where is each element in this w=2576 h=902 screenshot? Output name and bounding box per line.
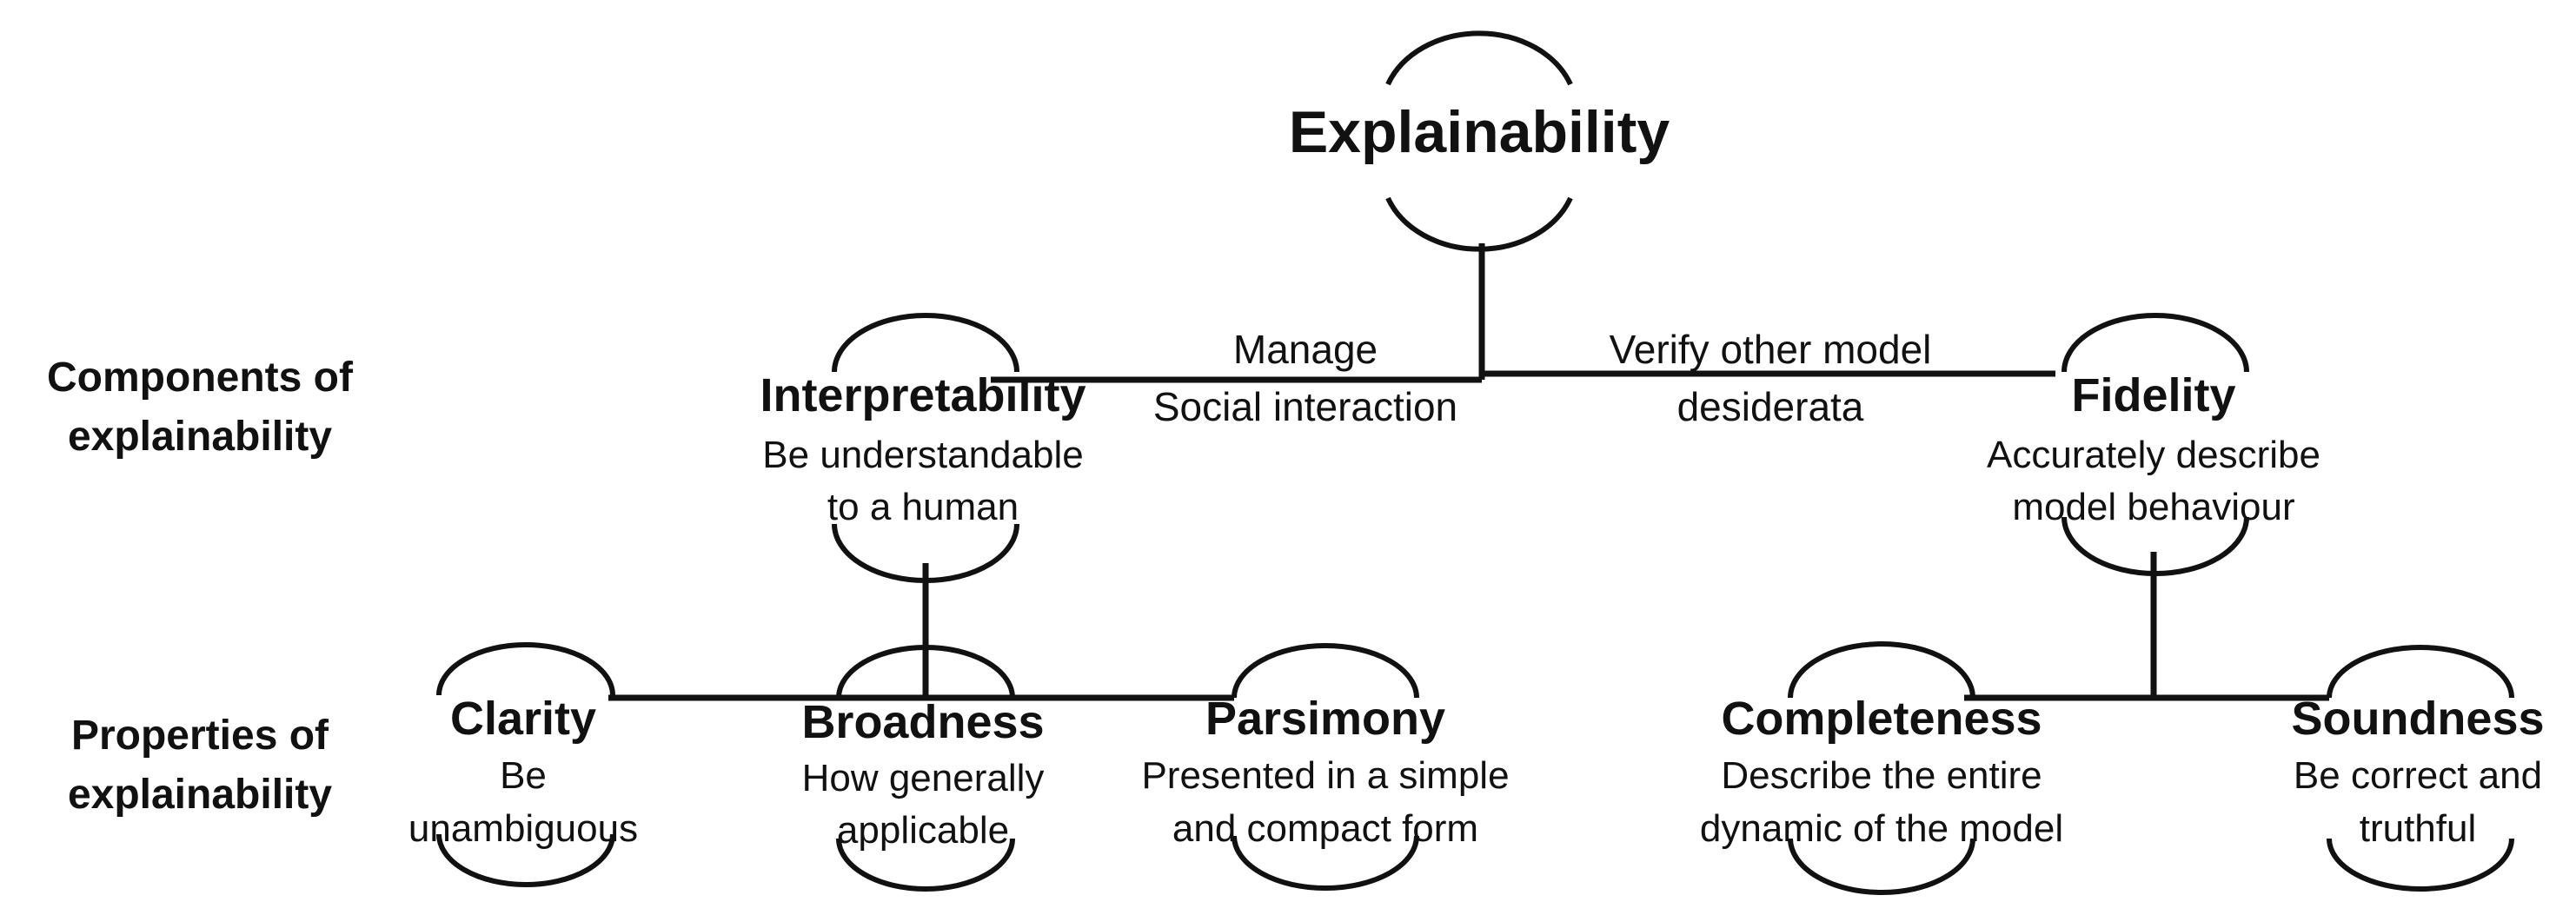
clarity-desc-line-2: unambiguous — [408, 807, 638, 850]
clarity-bottom-arc — [436, 833, 615, 887]
property-completeness: Completeness Describe the entire dynamic… — [1700, 641, 2063, 895]
parsimony-top-arc — [1232, 643, 1419, 699]
soundness-desc-line-1: Be correct and — [2294, 754, 2542, 797]
root-top-arc — [1385, 30, 1573, 86]
root-node: Explainability — [1289, 30, 1670, 252]
fidelity-top-arc — [2061, 313, 2249, 373]
interpretability-desc-line-1: Be understandable — [762, 434, 1083, 476]
row-label-properties-line-2: explainability — [68, 772, 332, 818]
edge-label-right-line-1: Verify other model — [1610, 327, 1932, 372]
broadness-desc-line-1: How generally — [802, 757, 1045, 799]
fidelity-bottom-arc — [2061, 516, 2249, 576]
clarity-title: Clarity — [450, 693, 596, 745]
property-parsimony: Parsimony Presented in a simple and comp… — [1141, 643, 1510, 891]
property-soundness: Soundness Be correct and truthful — [2291, 645, 2545, 892]
fidelity-desc-line-1: Accurately describe — [1987, 434, 2320, 476]
clarity-top-arc — [436, 642, 615, 696]
interpretability-desc-line-2: to a human — [827, 486, 1019, 528]
edge-label-left-line-1: Manage — [1233, 327, 1378, 372]
parsimony-bottom-arc — [1232, 835, 1419, 891]
row-label-components-line-1: Components of — [47, 355, 354, 401]
parsimony-title: Parsimony — [1205, 693, 1445, 745]
parsimony-desc-line-1: Presented in a simple — [1141, 754, 1509, 797]
interpretability-title: Interpretability — [760, 369, 1086, 421]
soundness-top-arc — [2327, 645, 2514, 699]
row-label-components-line-2: explainability — [68, 414, 332, 460]
property-broadness: Broadness How generally applicable — [801, 645, 1045, 892]
edge-labels: Manage Social interaction Verify other m… — [1153, 327, 1932, 429]
component-interpretability: Interpretability Be understandable to a … — [760, 313, 1086, 583]
parsimony-desc-line-2: and compact form — [1172, 807, 1478, 850]
broadness-top-arc — [836, 645, 1015, 699]
root-bottom-arc — [1385, 196, 1573, 252]
completeness-desc-line-1: Describe the entire — [1721, 754, 2042, 797]
completeness-bottom-arc — [1788, 838, 1975, 895]
broadness-bottom-arc — [836, 838, 1015, 892]
edge-label-right-line-2: desiderata — [1677, 384, 1864, 429]
fidelity-title: Fidelity — [2071, 369, 2235, 421]
component-fidelity: Fidelity Accurately describe model behav… — [1987, 313, 2320, 576]
interpretability-bottom-arc — [832, 523, 1019, 583]
connector-lines — [608, 243, 2329, 701]
root-title: Explainability — [1289, 99, 1670, 165]
row-labels: Components of explainability Properties … — [47, 355, 354, 818]
completeness-desc-line-2: dynamic of the model — [1700, 807, 2063, 850]
completeness-title: Completeness — [1721, 693, 2042, 745]
clarity-desc-line-1: Be — [500, 754, 547, 797]
property-clarity: Clarity Be unambiguous — [408, 642, 638, 887]
completeness-top-arc — [1788, 641, 1975, 699]
soundness-desc-line-2: truthful — [2360, 807, 2477, 850]
row-label-properties-line-1: Properties of — [71, 713, 329, 759]
soundness-title: Soundness — [2291, 693, 2544, 745]
interpretability-top-arc — [832, 313, 1019, 373]
soundness-bottom-arc — [2327, 838, 2514, 892]
fidelity-desc-line-2: model behaviour — [2012, 486, 2294, 528]
broadness-desc-line-2: applicable — [837, 809, 1009, 852]
edge-label-left-line-2: Social interaction — [1153, 384, 1457, 429]
broadness-title: Broadness — [801, 696, 1044, 748]
